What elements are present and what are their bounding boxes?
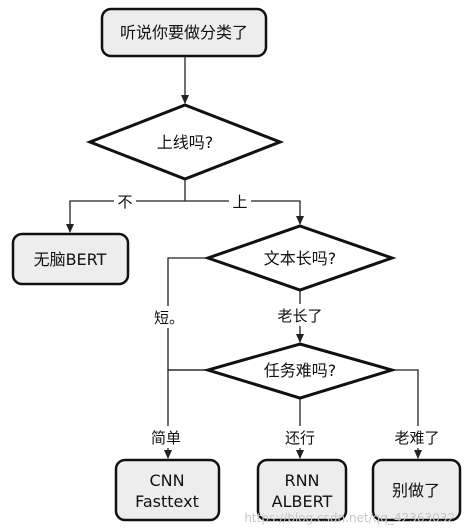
label-no: 不 — [117, 193, 132, 211]
dont-do-node: 别做了 — [371, 458, 462, 522]
label-very-hard: 老难了 — [394, 429, 439, 447]
decision-task-difficulty-label: 任务难吗? — [264, 361, 337, 380]
cnn-node: CNN Fasttext — [114, 458, 221, 522]
start-node-label: 听说你要做分类了 — [120, 23, 248, 42]
decision-online-label: 上线吗? — [157, 133, 214, 152]
label-yes: 上 — [232, 193, 247, 211]
bert-node-label: 无脑BERT — [34, 250, 107, 269]
label-long: 老长了 — [277, 307, 322, 325]
cnn-node-label-1: CNN — [149, 471, 184, 490]
decision-text-length-label: 文本长吗? — [264, 249, 337, 268]
rnn-node-label-1: RNN — [284, 471, 319, 490]
cnn-node-label-2: Fasttext — [135, 492, 199, 511]
watermark: https://blog.csdn.net/qq_42363032 — [244, 511, 455, 525]
rnn-node: RNN ALBERT — [256, 458, 348, 522]
label-simple: 简单 — [151, 429, 181, 447]
bert-node: 无脑BERT — [11, 232, 130, 286]
decision-text-length: 文本长吗? — [203, 224, 397, 292]
arrow-online-yes-to-text — [185, 200, 304, 225]
decision-task-difficulty: 任务难吗? — [202, 342, 398, 400]
label-short: 短。 — [154, 309, 184, 327]
rnn-node-label-2: ALBERT — [272, 492, 333, 511]
start-node: 听说你要做分类了 — [100, 7, 268, 58]
dont-do-node-label: 别做了 — [392, 481, 440, 500]
decision-online: 上线吗? — [85, 103, 285, 181]
label-ok: 还行 — [285, 429, 315, 447]
